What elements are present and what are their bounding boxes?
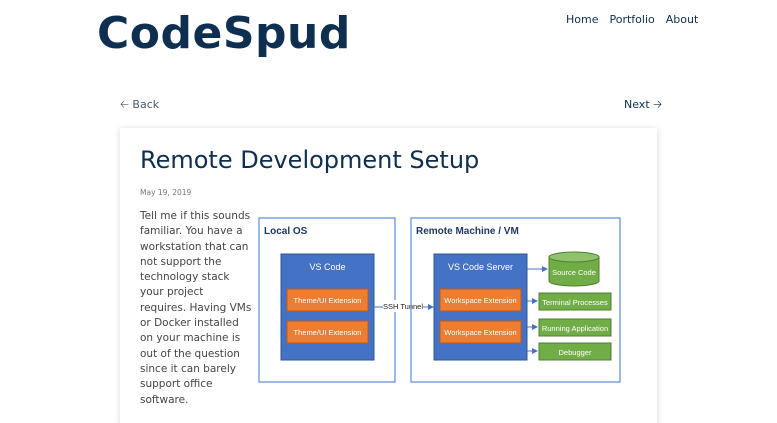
next-link[interactable]: Next 🡢	[624, 96, 662, 115]
vscode-server-label: VS Code Server	[448, 262, 513, 272]
architecture-diagram-svg: Local OS VS Code Theme/UI Extension Them…	[258, 217, 621, 383]
architecture-diagram: Local OS VS Code Theme/UI Extension Them…	[257, 216, 622, 388]
post-body: Tell me if this sounds familiar. You hav…	[140, 210, 252, 406]
tunnel-label-bg	[383, 300, 423, 312]
nav-home-link[interactable]: Home	[566, 13, 599, 26]
post-title: Remote Development Setup	[140, 146, 480, 174]
back-link[interactable]: 🡠 Back	[120, 96, 159, 115]
vscode-label: VS Code	[309, 262, 345, 272]
debugger-label: Debugger	[559, 348, 592, 357]
theme-extension-box-2	[286, 320, 369, 344]
site-logo[interactable]: CodeSpud	[97, 8, 351, 59]
remote-frame	[410, 217, 621, 383]
workspace-extension-label-1: Workspace Extension	[444, 296, 516, 305]
running-app-box	[538, 318, 612, 337]
theme-extension-label-2: Theme/UI Extension	[294, 328, 362, 337]
source-code-database	[548, 251, 600, 287]
terminal-label: Terminal Processes	[542, 298, 608, 307]
workspace-extension-box-1	[439, 288, 522, 312]
workspace-extension-box-2	[439, 320, 522, 344]
running-app-label: Running Application	[542, 324, 608, 333]
tunnel-label: SSH Tunnel	[383, 302, 423, 311]
post-card: Remote Development Setup May 19, 2019 Te…	[120, 128, 657, 423]
debugger-box	[538, 342, 612, 361]
theme-extension-label-1: Theme/UI Extension	[294, 296, 362, 305]
nav-portfolio-link[interactable]: Portfolio	[609, 13, 655, 26]
source-code-label: Source Code	[552, 268, 596, 277]
terminal-box	[538, 292, 612, 311]
arrow-right-icon: 🡢	[653, 98, 663, 111]
workspace-extension-label-2: Workspace Extension	[444, 328, 516, 337]
remote-label: Remote Machine / VM	[416, 226, 519, 237]
theme-extension-box-1	[286, 288, 369, 312]
next-label: Next	[624, 98, 650, 111]
arrow-left-icon: 🡠	[120, 98, 129, 111]
nav-about-link[interactable]: About	[665, 13, 699, 26]
local-os-label: Local OS	[264, 226, 308, 237]
main-nav: Home Portfolio About	[566, 13, 698, 26]
post-date: May 19, 2019	[140, 188, 192, 197]
back-label: Back	[132, 98, 160, 111]
